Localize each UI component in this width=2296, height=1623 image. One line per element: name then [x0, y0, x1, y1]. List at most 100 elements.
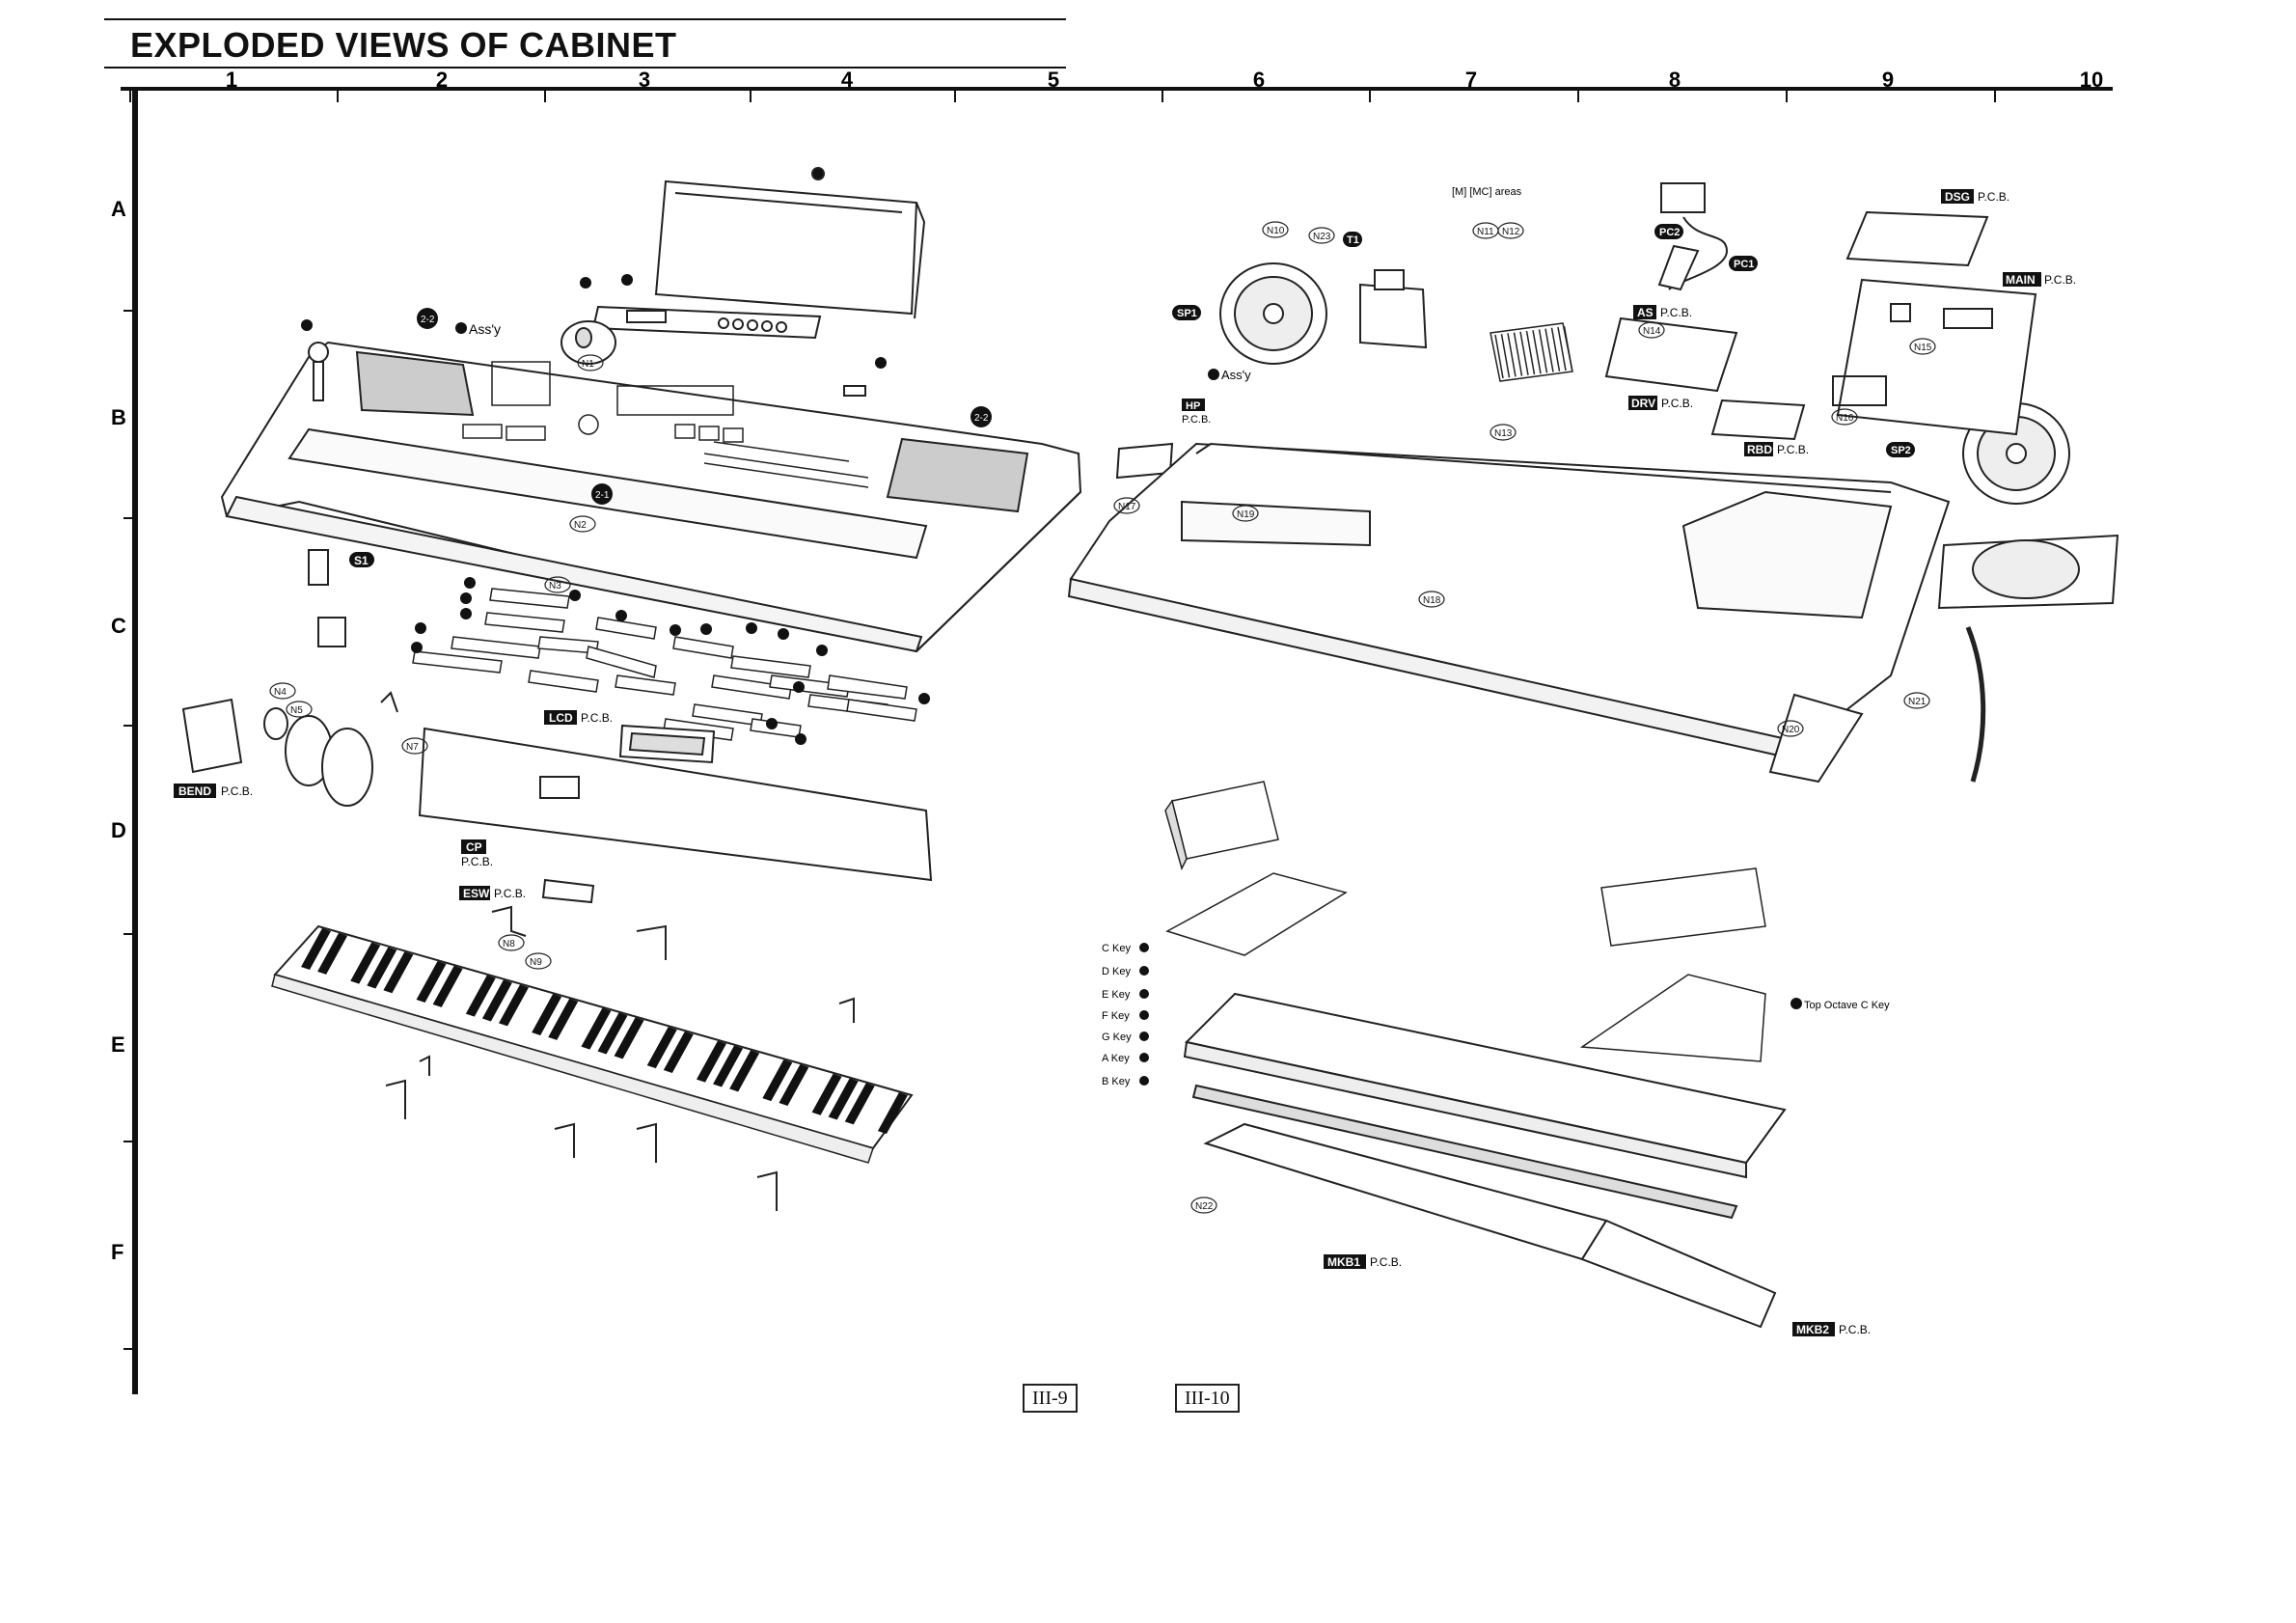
- svg-text:MAIN: MAIN: [2006, 273, 2036, 287]
- button-rubber-sets: [412, 588, 917, 741]
- tag-pc2: PC2: [1654, 224, 1683, 239]
- tag-pc1: PC1: [1729, 256, 1758, 271]
- col-label-9: 9: [1882, 68, 1894, 92]
- screw-tag-label: N4: [274, 687, 287, 698]
- black-key: [350, 942, 381, 984]
- screw-tag-label: N13: [1494, 428, 1513, 439]
- tag-bend: BEND P.C.B.: [174, 784, 253, 798]
- screw-tag-label: N23: [1313, 232, 1331, 242]
- assy-callout-b: Ass'y: [1208, 368, 1251, 382]
- key-labels: C Key D Key E Key F Key G Key A Key B Ke…: [1102, 943, 1132, 1087]
- key-label-g: G Key: [1102, 1032, 1132, 1043]
- svg-text:SP1: SP1: [1177, 308, 1197, 319]
- music-stand: [654, 167, 926, 319]
- screw-tag: N18: [1418, 591, 1445, 608]
- black-key: [713, 1045, 744, 1087]
- row-label-f: F: [111, 1240, 123, 1264]
- svg-text:P.C.B.: P.C.B.: [1777, 443, 1809, 456]
- screw-tag: N22: [1190, 1197, 1217, 1214]
- row-ticks: [123, 310, 135, 1350]
- row-label-a: A: [111, 197, 126, 221]
- svg-text:P.C.B.: P.C.B.: [581, 711, 613, 725]
- tag-sp2: SP2: [1886, 442, 1915, 457]
- key-label-a: A Key: [1102, 1053, 1130, 1064]
- screw-tag-label: N20: [1782, 725, 1800, 735]
- black-key: [779, 1063, 809, 1106]
- col-label-5: 5: [1048, 68, 1059, 92]
- svg-text:P.C.B.: P.C.B.: [1182, 414, 1211, 426]
- esw-pcb: [541, 878, 595, 904]
- svg-text:PC1: PC1: [1734, 259, 1754, 270]
- tag-t1: T1: [1343, 232, 1362, 247]
- svg-text:MKB2: MKB2: [1796, 1323, 1829, 1336]
- svg-text:T1: T1: [1347, 234, 1359, 246]
- screw-tag: N1: [577, 354, 604, 371]
- screw-tag: N2: [569, 515, 596, 533]
- col-label-4: 4: [841, 68, 854, 92]
- col-label-10: 10: [2080, 68, 2103, 92]
- transformer-t1: [1359, 269, 1428, 349]
- mkb-boards: [1203, 1122, 1777, 1329]
- screw-tag-label: N10: [1267, 226, 1285, 236]
- screw-tag-label: N5: [290, 705, 303, 716]
- black-key: [481, 979, 512, 1022]
- svg-text:P.C.B.: P.C.B.: [221, 784, 253, 798]
- column-ticks: [129, 89, 1996, 102]
- heatsink-fin: [1500, 334, 1511, 378]
- rbd-pcb: [1710, 399, 1806, 441]
- screw-tag-label: N11: [1477, 227, 1494, 237]
- tag-mkb1: MKB1 P.C.B.: [1324, 1254, 1402, 1269]
- black-key: [432, 965, 463, 1007]
- screw-tag-label: N7: [406, 742, 419, 753]
- as-pcb: [1604, 316, 1738, 393]
- svg-text:Ass'y: Ass'y: [1221, 368, 1251, 382]
- black-key: [383, 951, 414, 994]
- tag-lcd: LCD P.C.B.: [544, 710, 613, 725]
- key-label-f: F Key: [1102, 1010, 1130, 1022]
- power-cord: [1657, 182, 1729, 291]
- svg-text:DSG: DSG: [1945, 190, 1970, 204]
- row-label-e: E: [111, 1032, 125, 1057]
- screw-tag: N11: [1472, 222, 1499, 239]
- svg-text:P.C.B.: P.C.B.: [2044, 273, 2076, 287]
- heatsink-fin: [1550, 327, 1561, 371]
- tag-as: AS P.C.B.: [1633, 305, 1692, 319]
- tag-mkb2: MKB2 P.C.B.: [1792, 1322, 1871, 1336]
- svg-text:P.C.B.: P.C.B.: [1370, 1255, 1402, 1269]
- svg-text:P.C.B.: P.C.B.: [1839, 1323, 1871, 1336]
- tag-s1: S1: [349, 552, 374, 567]
- volume-knob: [560, 320, 616, 365]
- black-key: [581, 1007, 612, 1050]
- black-key: [367, 947, 397, 989]
- screw-tag-label: N3: [549, 581, 561, 591]
- key-label-dots: [1139, 943, 1149, 1086]
- page-number-left: III-9: [1023, 1384, 1078, 1413]
- panel-strip: [591, 305, 822, 340]
- cabinet-callouts: 2-2 Ass'y 2-2 2-1: [301, 274, 992, 505]
- key-block-left: [1164, 781, 1279, 871]
- svg-text:P.C.B.: P.C.B.: [1978, 190, 2009, 204]
- tag-drv: DRV P.C.B.: [1628, 396, 1693, 410]
- octave-keys-left: [1165, 872, 1348, 956]
- black-key: [877, 1092, 908, 1135]
- screw-tag-label: N15: [1914, 343, 1932, 353]
- main-pcb: [1832, 278, 2037, 436]
- heatsink-fin: [1525, 330, 1536, 375]
- tag-esw: ESW P.C.B.: [459, 886, 526, 900]
- screw-tag-label: N8: [503, 939, 515, 949]
- black-key: [499, 984, 529, 1027]
- black-key: [697, 1040, 726, 1083]
- keyboard-brackets: [385, 905, 855, 1211]
- screw-tag: N8: [498, 934, 525, 951]
- black-key: [548, 998, 579, 1040]
- black-key: [828, 1078, 859, 1120]
- black-key: [532, 994, 562, 1036]
- heatsink-fin: [1494, 334, 1504, 379]
- small-knobs: [308, 342, 866, 401]
- black-key: [317, 932, 348, 975]
- screw-tag-label: N19: [1237, 509, 1255, 520]
- screw-tag: N17: [1113, 497, 1140, 514]
- screw-tag: N12: [1497, 222, 1524, 239]
- page-title: EXPLODED VIEWS OF CABINET: [130, 25, 677, 65]
